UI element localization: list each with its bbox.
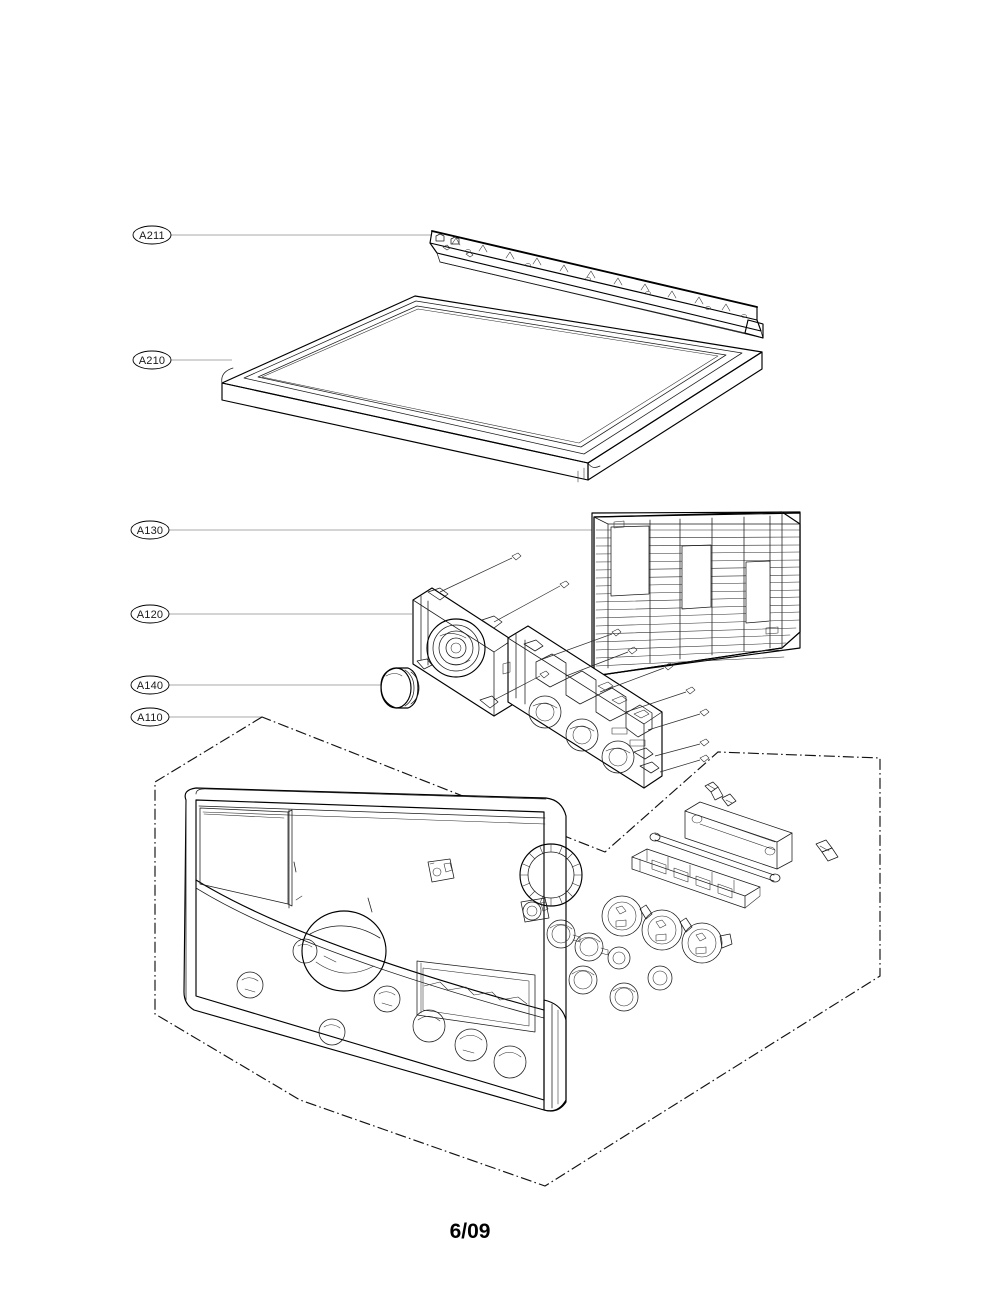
callout-a120-bubble[interactable] xyxy=(130,604,170,624)
a120-screw-icons xyxy=(511,552,710,763)
a120-round-components xyxy=(528,695,635,774)
a110-small-holes xyxy=(236,938,401,1046)
callout-a211-label: A211 xyxy=(139,230,165,242)
a120-screw-callouts xyxy=(439,552,710,773)
callout-a130-bubble[interactable] xyxy=(130,520,170,540)
a110-display-window xyxy=(416,960,536,1033)
callout-a210-label: A210 xyxy=(139,355,166,367)
part-a120-control-board xyxy=(412,587,663,789)
part-bracket-bar xyxy=(684,801,793,870)
part-a130-vent-grille xyxy=(591,511,801,677)
a211-tab-row xyxy=(451,237,731,312)
a110-button-holes xyxy=(412,1009,527,1079)
part-push-button-cap xyxy=(520,897,550,923)
part-rotary-bezel-ring xyxy=(519,843,583,907)
part-a210-top-plate xyxy=(221,295,763,483)
part-a140-selector-knob xyxy=(380,667,420,709)
callout-a120[interactable]: A120 xyxy=(130,604,170,624)
small-parts-cluster xyxy=(427,781,839,1012)
callout-a210-bubble[interactable] xyxy=(132,350,172,370)
part-a211-top-trim-bracket xyxy=(429,230,764,339)
leader-lines xyxy=(169,234,592,718)
callout-a211[interactable]: A211 xyxy=(132,225,172,245)
callout-bubbles: A211 A210 A130 A120 A140 A110 xyxy=(130,225,172,727)
callout-a211-bubble[interactable] xyxy=(132,225,172,245)
callout-a110-bubble[interactable] xyxy=(130,707,170,727)
part-screws xyxy=(704,781,839,862)
part-button-bezels xyxy=(546,919,673,1012)
callout-a130-label: A130 xyxy=(137,525,164,537)
part-micro-switch xyxy=(427,858,455,883)
callout-a120-label: A120 xyxy=(137,609,164,621)
callout-a110[interactable]: A110 xyxy=(130,707,170,727)
callout-a140-label: A140 xyxy=(137,680,164,692)
a120-rotary-encoder xyxy=(426,618,486,678)
part-lens-cluster xyxy=(601,895,733,964)
detail-zone-boundary xyxy=(154,716,881,1187)
callout-a210[interactable]: A210 xyxy=(132,350,172,370)
a211-hole-row xyxy=(465,249,747,318)
callout-a140-bubble[interactable] xyxy=(130,675,170,695)
a120-header-pads xyxy=(597,681,650,747)
part-a110-control-panel xyxy=(183,787,567,1112)
page-footer: 6/09 xyxy=(450,1220,491,1243)
callout-a110-label: A110 xyxy=(137,712,163,724)
callout-a140[interactable]: A140 xyxy=(130,675,170,695)
callout-a130[interactable]: A130 xyxy=(130,520,170,540)
part-long-rod-lower xyxy=(649,832,781,883)
part-light-guide-strip xyxy=(631,848,761,909)
